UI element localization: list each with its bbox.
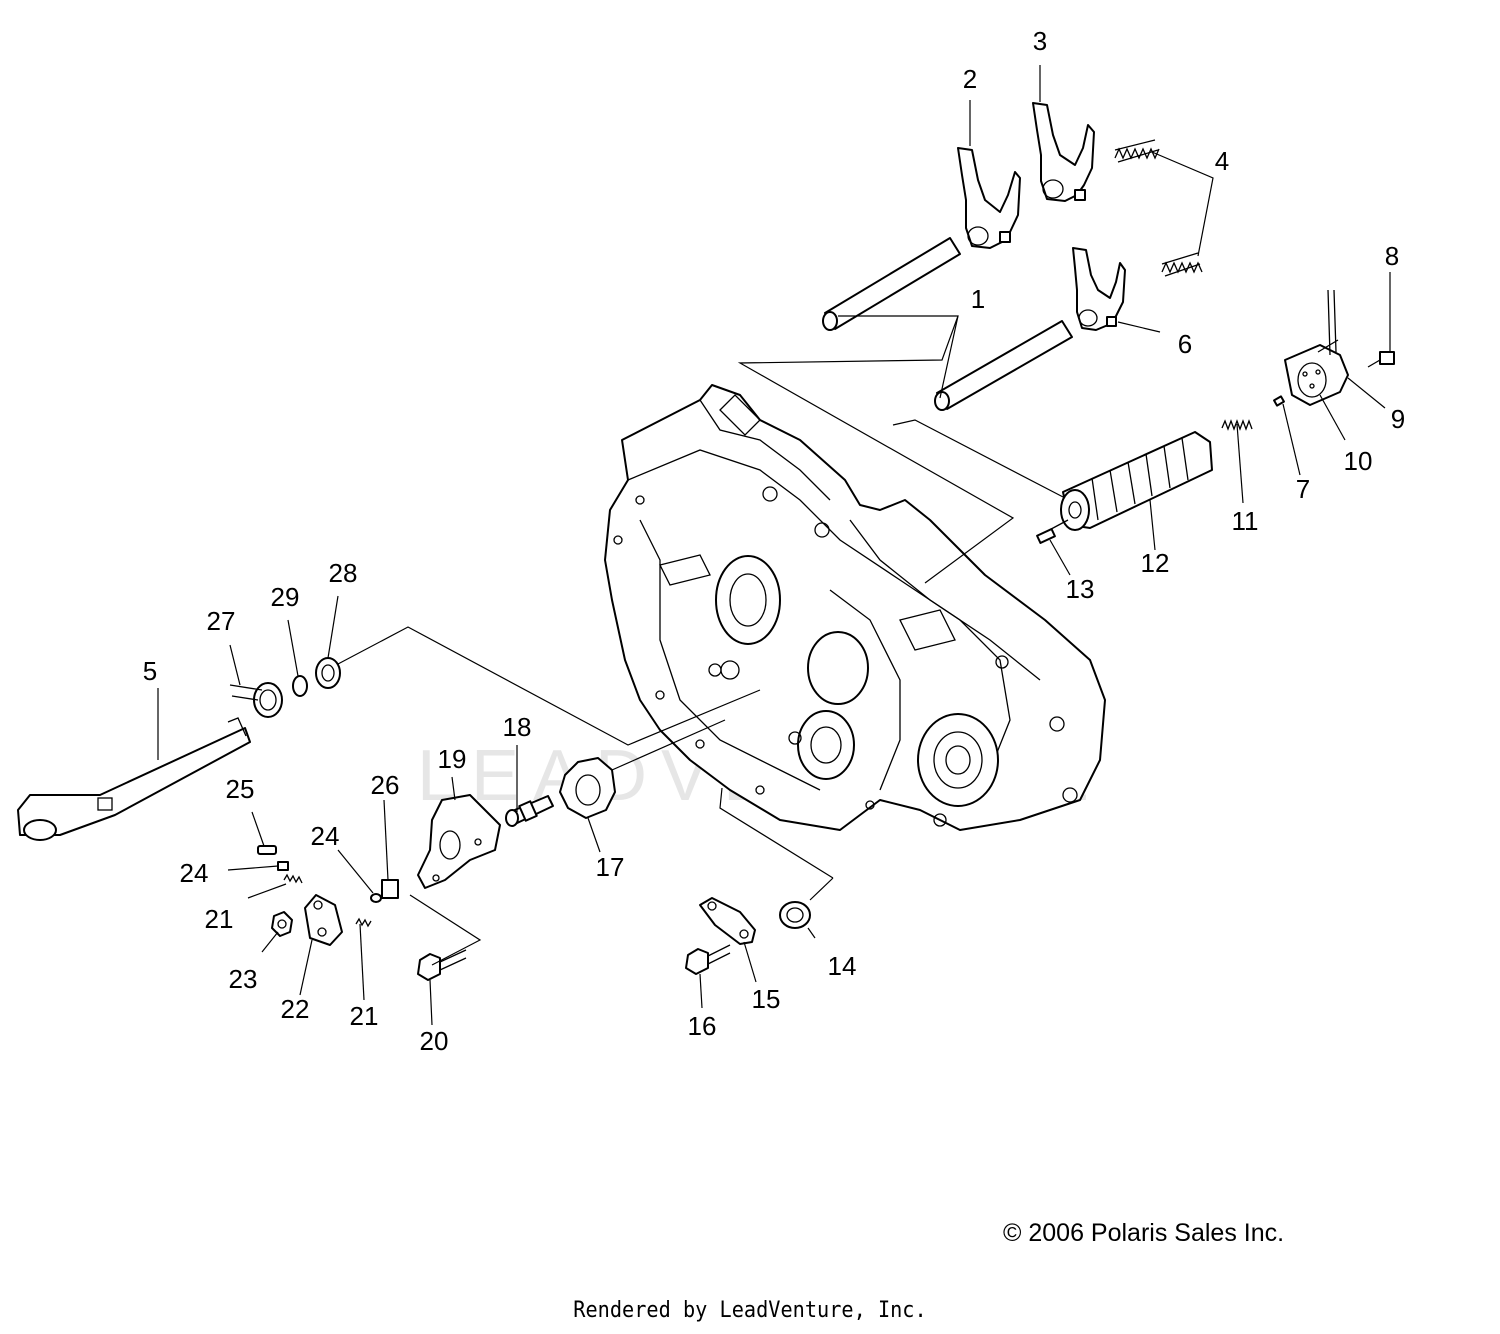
- callout-13: 13: [1066, 574, 1095, 604]
- washer-28: [315, 657, 341, 689]
- fork-shaft-1-upper: [822, 237, 961, 331]
- callout-9: 9: [1391, 404, 1405, 434]
- bolt-8: [1367, 351, 1395, 368]
- switch-plate-10: [1284, 289, 1349, 406]
- bolt-20: [417, 949, 467, 981]
- callout-17: 17: [596, 852, 625, 882]
- fork-shaft-1-lower: [934, 320, 1073, 411]
- callout-11: 11: [1232, 506, 1259, 536]
- stud-18: [505, 795, 554, 827]
- shift-fork-2: [957, 147, 1021, 249]
- callout-24-left: 24: [180, 858, 209, 888]
- pin-13: [1036, 527, 1056, 545]
- callout-24-right: 24: [311, 821, 340, 851]
- callout-1: 1: [971, 284, 985, 314]
- rendered-by-footer: Rendered by LeadVenture, Inc.: [573, 1298, 927, 1323]
- pin-24-right: [370, 893, 382, 903]
- shift-shaft-5: [17, 717, 251, 841]
- stopper-plate-19: [417, 794, 501, 889]
- callout-21-lower: 21: [350, 1001, 379, 1031]
- stopper-arm-22: [304, 894, 343, 946]
- callout-29: 29: [271, 582, 300, 612]
- callout-26: 26: [371, 770, 400, 800]
- callout-4: 4: [1215, 146, 1229, 176]
- callout-7: 7: [1296, 474, 1310, 504]
- callout-23: 23: [229, 964, 258, 994]
- callout-25: 25: [226, 774, 255, 804]
- callout-27: 27: [207, 606, 236, 636]
- shift-drum-12: [1039, 431, 1213, 536]
- roller-26: [381, 879, 399, 899]
- callout-12: 12: [1141, 548, 1170, 578]
- nut-23: [271, 911, 293, 937]
- callout-16: 16: [688, 1011, 717, 1041]
- callout-6: 6: [1178, 329, 1192, 359]
- spring-21-upper: [283, 873, 303, 884]
- callout-10: 10: [1344, 446, 1373, 476]
- callout-22: 22: [281, 994, 310, 1024]
- callout-19: 19: [438, 744, 467, 774]
- crankcase: [604, 384, 1106, 831]
- shift-fork-3: [1032, 102, 1095, 202]
- callout-3: 3: [1033, 26, 1047, 56]
- callout-8: 8: [1385, 241, 1399, 271]
- copyright-notice: © 2006 Polaris Sales Inc.: [1003, 1219, 1285, 1247]
- callout-14: 14: [828, 951, 857, 981]
- callout-28: 28: [329, 558, 358, 588]
- pin-24-left: [277, 861, 289, 871]
- spring-11: [1221, 419, 1253, 431]
- callout-20: 20: [420, 1026, 449, 1056]
- shift-fork-6: [1072, 247, 1126, 331]
- bolt-16: [685, 944, 731, 975]
- spring-14: [779, 901, 811, 929]
- spring-27: [229, 682, 283, 718]
- spring-4-upper: [1114, 139, 1160, 163]
- pin-25: [257, 845, 277, 855]
- pin-7: [1273, 395, 1285, 407]
- shift-cam-17: [559, 757, 616, 819]
- callout-21-upper: 21: [205, 904, 234, 934]
- callout-18: 18: [503, 712, 532, 742]
- callout-2: 2: [963, 64, 977, 94]
- callout-5: 5: [143, 656, 157, 686]
- callout-15: 15: [752, 984, 781, 1014]
- lever-15: [699, 897, 756, 945]
- spring-21-lower: [355, 917, 372, 928]
- callout-numbers: 1 2 3 4 5 6 7 8 9 10 11 12 13 14 15 16 1…: [143, 26, 1405, 1056]
- circlip-29: [292, 675, 308, 697]
- spring-4-lower: [1161, 252, 1203, 277]
- leader-lines: [157, 65, 1391, 1026]
